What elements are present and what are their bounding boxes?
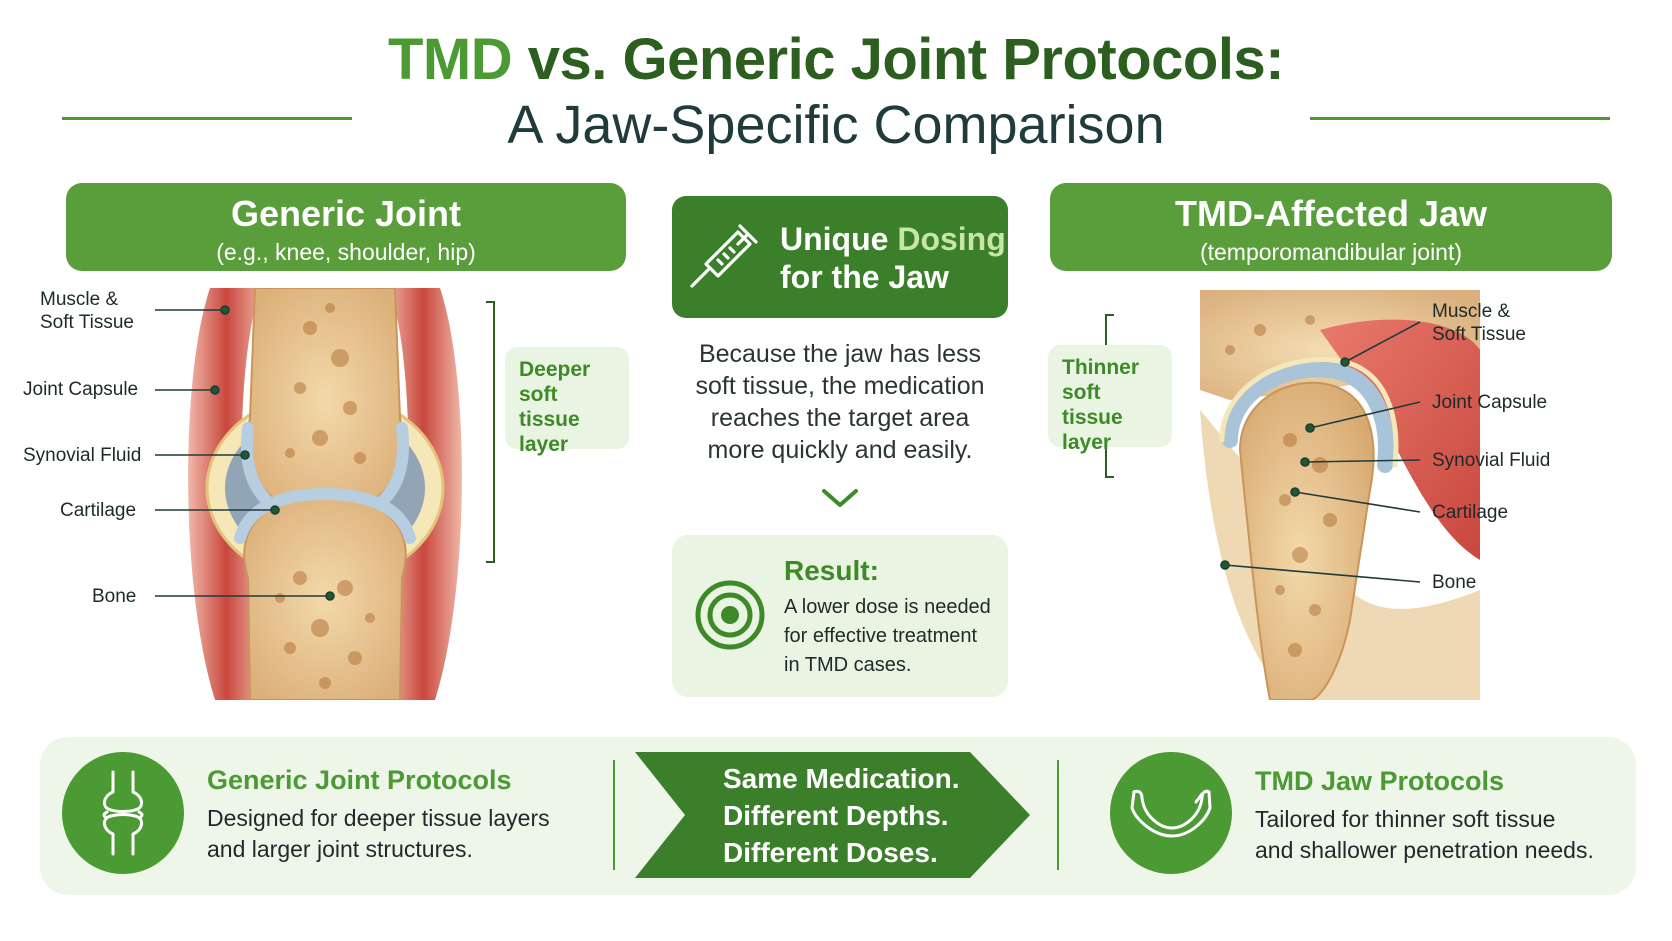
tmd-label-bone: Bone [1432,572,1477,593]
tmd-protocol-badge [1110,752,1232,874]
generic-joint-subheading: (e.g., knee, shoulder, hip) [216,239,476,265]
generic-label-muscle: Muscle &Soft Tissue [40,289,134,333]
chevron-down-icon [822,489,858,507]
generic-label-synovial: Synovial Fluid [23,445,142,466]
generic-protocol-text: Designed for deeper tissue layers and la… [207,805,550,862]
result-text: A lower dose is needed for effective tre… [784,596,991,676]
generic-protocol-title: Generic Joint Protocols [207,765,512,795]
tmd-protocol-title: TMD Jaw Protocols [1255,766,1505,796]
generic-joint-header: Generic Joint (e.g., knee, shoulder, hip… [66,183,626,271]
result-title: Result: [784,555,879,586]
tmd-label-synovial: Synovial Fluid [1432,450,1551,471]
tmd-label-muscle: Muscle &Soft Tissue [1432,301,1526,345]
syringe-icon [690,224,758,288]
generic-label-capsule: Joint Capsule [23,379,139,400]
target-icon [695,580,765,650]
generic-leader-lines [155,301,495,601]
tmd-jaw-header: TMD-Affected Jaw (temporomandibular join… [1050,183,1612,271]
knee-joint-icon [102,770,144,856]
tmd-jaw-heading: TMD-Affected Jaw [1174,193,1488,234]
tmd-jaw-illustration [1200,290,1480,700]
page-subtitle: A Jaw-Specific Comparison [507,95,1165,155]
tmd-label-cartilage: Cartilage [1432,502,1509,523]
title-divider-right [1310,117,1610,120]
generic-joint-illustration [188,288,462,700]
jaw-bone-pores [1225,315,1337,657]
generic-protocol-badge [62,752,184,874]
result-box: Result: A lower dose is needed for effec… [672,535,1008,697]
bone-pores [275,303,375,689]
comparison-arrow-text: Same Medication. Different Depths. Diffe… [723,763,960,868]
tmd-label-capsule: Joint Capsule [1432,392,1548,413]
generic-label-bone: Bone [92,586,137,607]
divider-right [1057,760,1059,870]
comparison-arrow [635,752,1030,878]
jaw-bone-icon [1130,789,1212,838]
page-title: TMD vs. Generic Joint Protocols: [387,27,1285,92]
divider-left [613,760,615,870]
tmd-leader-lines [1105,314,1421,583]
tmd-cartilage [1222,361,1394,473]
title-divider-left [62,117,352,120]
lower-cartilage [234,487,416,544]
generic-joint-heading: Generic Joint [230,193,462,234]
tmd-protocol-text: Tailored for thinner soft tissue and sha… [1255,806,1594,863]
generic-label-cartilage: Cartilage [60,500,137,521]
tmd-jaw-subheading: (temporomandibular joint) [1199,239,1463,265]
dosing-explanation: Because the jaw has less soft tissue, th… [695,340,985,464]
